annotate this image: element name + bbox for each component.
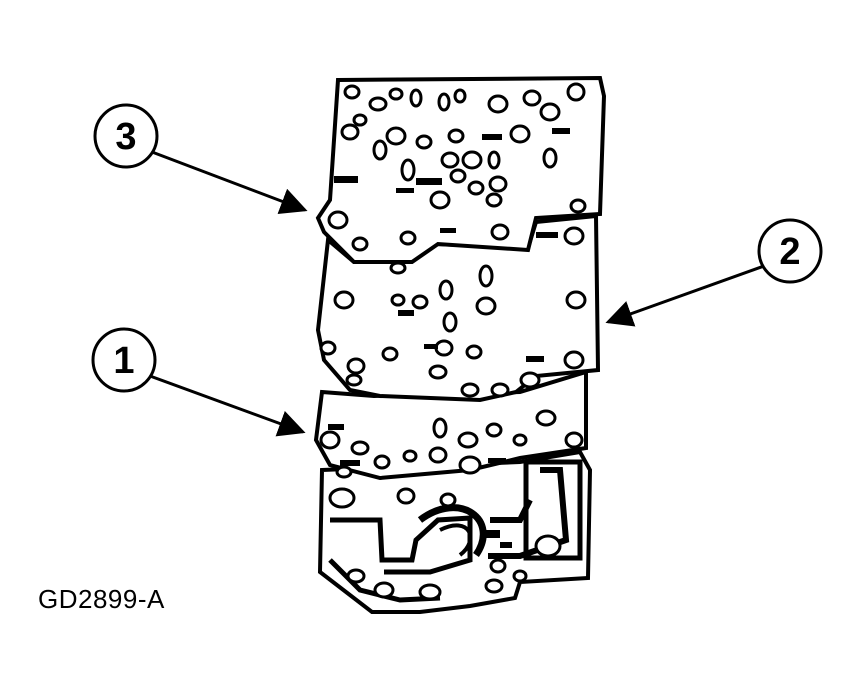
valve-body-casting <box>317 449 593 614</box>
callout-2-leader <box>605 264 765 327</box>
callout-3-label: 3 <box>115 116 136 158</box>
callout-3-leader <box>151 150 308 215</box>
callout-1-leader <box>149 374 306 437</box>
callout-1-label: 1 <box>113 340 134 382</box>
callout-2-label: 2 <box>779 231 800 273</box>
upper-plate <box>315 75 607 264</box>
figure-id-label: GD2899-A <box>38 584 165 614</box>
callout-1: 1 <box>91 327 157 393</box>
lower-plate <box>313 369 588 481</box>
callout-2: 2 <box>757 218 823 284</box>
callout-3: 3 <box>93 103 159 169</box>
